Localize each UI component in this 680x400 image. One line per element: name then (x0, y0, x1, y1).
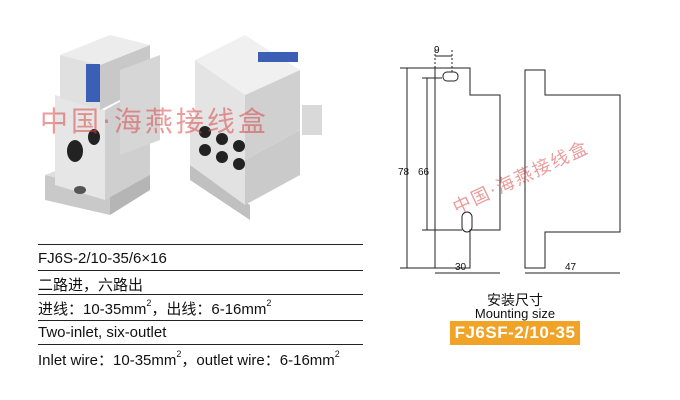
divider (38, 344, 363, 345)
dim-height-inner: 66 (418, 167, 430, 178)
divider (38, 244, 363, 245)
spec-wire-cn-inlet: 进线：10-35mm (38, 301, 147, 318)
mounting-model-badge: FJ6SF-2/10-35 (450, 321, 580, 345)
terminal-block-right (190, 35, 322, 220)
superscript-2: 2 (146, 298, 152, 308)
superscript-2: 2 (334, 349, 340, 359)
watermark-left: 中国·海燕接线盒 (40, 105, 269, 138)
terminal-block-left (45, 35, 160, 215)
dim-width-top: 9 (434, 45, 440, 56)
superscript-2: 2 (266, 298, 272, 308)
spec-wire-en-inlet: Inlet wire：10-35mm (38, 352, 177, 369)
mounting-drawing (400, 50, 621, 274)
spec-wire-cn-outlet: ，出线：6-16mm (151, 301, 267, 318)
superscript-2: 2 (176, 349, 182, 359)
divider (38, 320, 363, 321)
product-photo (45, 35, 322, 220)
spec-wire-en: Inlet wire：10-35mm2，outlet wire：6-16mm2 (38, 349, 340, 370)
mounting-title-cn: 安装尺寸 (487, 292, 543, 308)
divider (38, 294, 363, 295)
dim-width-front: 30 (455, 262, 467, 273)
spec-ports-en: Two-inlet, six-outlet (38, 324, 167, 341)
dim-width-side: 47 (565, 262, 577, 273)
divider (38, 270, 363, 271)
spec-ports-cn: 二路进，六路出 (38, 277, 144, 294)
dim-height-total: 78 (398, 167, 410, 178)
mounting-title-en: Mounting size (474, 306, 556, 321)
spec-wire-cn: 进线：10-35mm2，出线：6-16mm2 (38, 298, 271, 319)
spec-wire-en-outlet: ，outlet wire：6-16mm (181, 352, 335, 369)
spec-model: FJ6S-2/10-35/6×16 (38, 250, 167, 267)
